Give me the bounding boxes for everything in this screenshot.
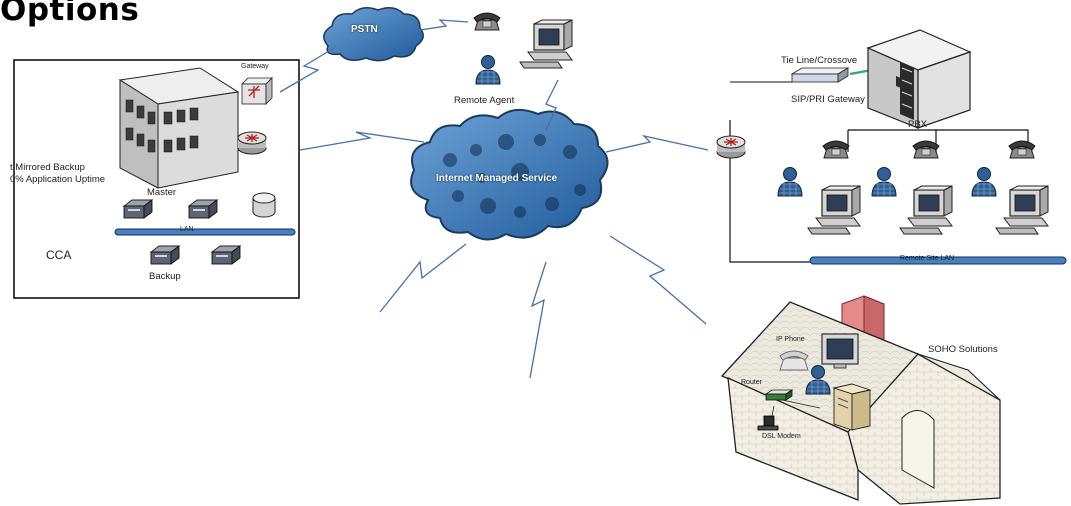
sip-gateway-label: SIP/PRI Gateway (791, 94, 865, 105)
master-server-1-icon (123, 199, 153, 219)
router-label: Router (741, 379, 763, 386)
dsl-modem-icon (757, 415, 779, 431)
soho-label: SOHO Solutions (928, 344, 998, 355)
mirrored-backup-label: t Mirrored Backup (10, 162, 85, 173)
cca-lan-bar (114, 228, 296, 236)
uptime-label: 0% Application Uptime (10, 174, 106, 185)
sip-pri-gateway-icon (790, 67, 881, 83)
pbx-cabinet-icon (866, 29, 972, 129)
page-title: Options (0, 0, 140, 28)
pbx-agent-1-icon (777, 167, 803, 197)
cca-label: CCA (46, 248, 72, 262)
pbx-phone-1-icon (822, 140, 850, 159)
database-icon (252, 192, 276, 218)
pbx-agent-2-icon (871, 167, 897, 197)
master-server-2-icon (188, 199, 218, 219)
pbx-pc-2-icon (899, 185, 953, 235)
pbx-label: PBX (908, 119, 928, 130)
gateway-label: Gateway (241, 63, 269, 70)
remote-site (716, 29, 1067, 265)
ip-phone-label: IP Phone (776, 336, 805, 343)
backup-server-2-icon (211, 245, 241, 265)
pbx-agent-3-icon (971, 167, 997, 197)
remote-agent-label: Remote Agent (454, 95, 515, 106)
tie-line-label: Tie Line/Crossove (781, 55, 858, 66)
remote-site-router-icon (716, 135, 746, 159)
soho-router-icon (764, 389, 794, 401)
pstn-cloud-icon (323, 7, 424, 62)
remote-lan-bar (809, 256, 1067, 265)
soho-tower-pc-icon (832, 383, 872, 431)
dsl-modem-label: DSL Modem (762, 433, 801, 440)
pbx-pc-3-icon (995, 185, 1049, 235)
internet-managed-service-label: Internet Managed Service (436, 173, 558, 184)
soho-ip-phone-icon (779, 350, 809, 371)
pbx-phone-2-icon (912, 140, 940, 159)
backup-label: Backup (149, 271, 181, 282)
pbx-phone-3-icon (1008, 140, 1036, 159)
internet-cloud-icon (410, 108, 609, 241)
cca-site (13, 59, 300, 299)
remote-agent-pc-icon (519, 19, 573, 69)
remote-lan-label: Remote Site LAN (900, 255, 955, 262)
cca-router-icon (237, 131, 267, 155)
pstn-label: PSTN (351, 24, 378, 35)
pbx-pc-1-icon (807, 185, 861, 235)
master-label: Master (147, 187, 177, 198)
gateway-icon (241, 77, 273, 105)
remote-agent-phone-icon (473, 12, 501, 31)
cca-lan-label: LAN (180, 226, 194, 233)
backup-server-1-icon (150, 245, 180, 265)
soho-monitor-icon (821, 333, 859, 369)
office-building-icon (118, 67, 240, 189)
remote-agent-icon (475, 55, 501, 85)
lightning-link-icon (279, 19, 709, 379)
